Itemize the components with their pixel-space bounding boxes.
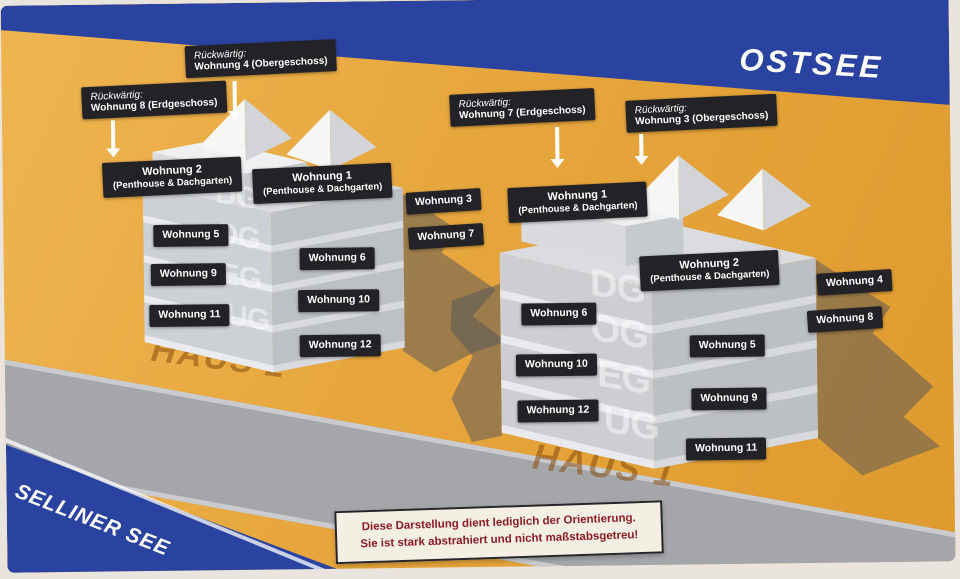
- haus1-penthouse-left-chip: Wohnung 1 (Penthouse & Dachgarten): [507, 181, 649, 223]
- haus1-left-chip-2: Wohnung 10: [515, 353, 597, 377]
- arrow-down-icon: [634, 133, 649, 166]
- haus2-right-chip-2: Wohnung 10: [298, 289, 380, 312]
- haus1-right-chip-3: Wohnung 11: [685, 437, 767, 461]
- ostsee-label: OSTSEE: [738, 41, 885, 86]
- haus2-right-chip-1: Wohnung 6: [299, 247, 375, 270]
- haus1-rear-chip-1: Wohnung 4: [816, 269, 893, 296]
- haus2-penthouse-left-chip: Wohnung 2 (Penthouse & Dachgarten): [101, 156, 243, 198]
- haus2-right-chip-3: Wohnung 12: [299, 334, 381, 357]
- haus2-left-chip-3: Wohnung 11: [149, 304, 230, 327]
- haus2-penthouse-right-chip: Wohnung 1 (Penthouse & Dachgarten): [252, 162, 393, 204]
- haus2-left-chip-1: Wohnung 5: [153, 224, 229, 247]
- annotation-wohnung3: Rückwärtig: Wohnung 3 (Obergeschoss): [625, 93, 778, 133]
- haus2-left-chip-2: Wohnung 9: [150, 263, 226, 286]
- arrow-down-icon: [227, 80, 242, 121]
- floor-letter-ug: UG: [603, 398, 660, 450]
- floor-letter-ug: UG: [226, 297, 270, 338]
- haus1-left-chip-3: Wohnung 12: [517, 399, 599, 423]
- annotation-wohnung4: Rückwärtig: Wohnung 4 (Obergeschoss): [184, 39, 338, 79]
- haus2-rear-chip-2: Wohnung 7: [407, 222, 485, 250]
- haus2-rear-chip-1: Wohnung 3: [405, 188, 482, 215]
- annotation-wohnung7: Rückwärtig: Wohnung 7 (Erdgeschoss): [449, 88, 596, 127]
- haus1-right-chip-1: Wohnung 5: [689, 334, 765, 358]
- haus1-rear-chip-2: Wohnung 8: [806, 306, 884, 333]
- disclaimer-box: Diese Darstellung dient lediglich der Or…: [334, 500, 664, 564]
- annotation-wohnung8: Rückwärtig: Wohnung 8 (Erdgeschoss): [81, 80, 227, 120]
- arrow-down-icon: [550, 126, 565, 169]
- haus1-penthouse-right-chip: Wohnung 2 (Penthouse & Dachgarten): [639, 249, 780, 292]
- haus1-left-chip-1: Wohnung 6: [521, 302, 597, 326]
- arrow-down-icon: [106, 120, 121, 158]
- haus1-right-chip-2: Wohnung 9: [691, 387, 767, 411]
